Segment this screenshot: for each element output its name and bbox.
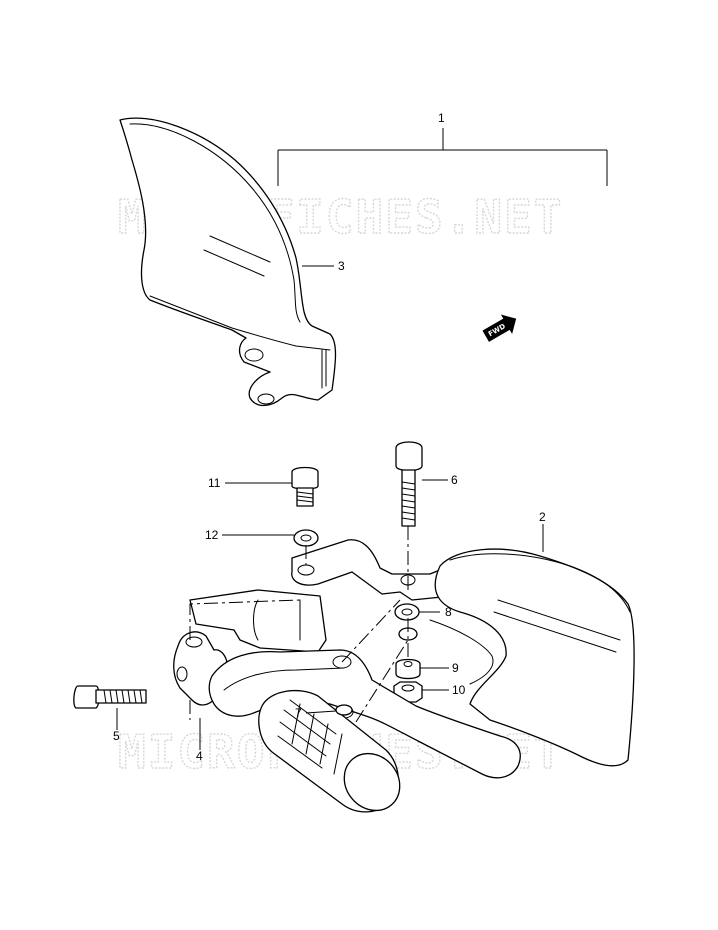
bolt-5 [73,685,147,709]
mount-bracket [291,539,457,601]
callout-3: 3 [338,259,345,273]
callout-1-bracket [277,128,608,186]
callout-6: 6 [451,473,458,487]
collar-9 [395,658,421,680]
brake-lever [208,649,521,779]
callout-5: 5 [113,729,120,743]
callout-4: 4 [196,749,203,763]
callout-1: 1 [438,111,445,125]
washer-8 [394,603,420,621]
callout-10: 10 [452,683,466,697]
fwd-arrow-icon: FWD [482,314,517,342]
callout-8: 8 [445,605,452,619]
callout-7: 7 [295,706,302,720]
bolt-7 [335,704,353,716]
hand-guard-lower [429,548,635,767]
bolt-6 [395,441,423,527]
callout-2: 2 [539,510,546,524]
callouts: 1 2 3 4 5 6 7 8 9 10 11 12 [113,111,546,763]
bolt-11 [291,466,319,507]
alignment-lines [189,526,409,723]
leader-lines [116,265,544,750]
hand-guard-upper [119,117,337,407]
callout-11: 11 [208,476,221,490]
washer-12 [293,529,319,547]
callout-9: 9 [452,661,459,675]
callout-12: 12 [205,528,219,542]
handle-grip [258,689,401,813]
